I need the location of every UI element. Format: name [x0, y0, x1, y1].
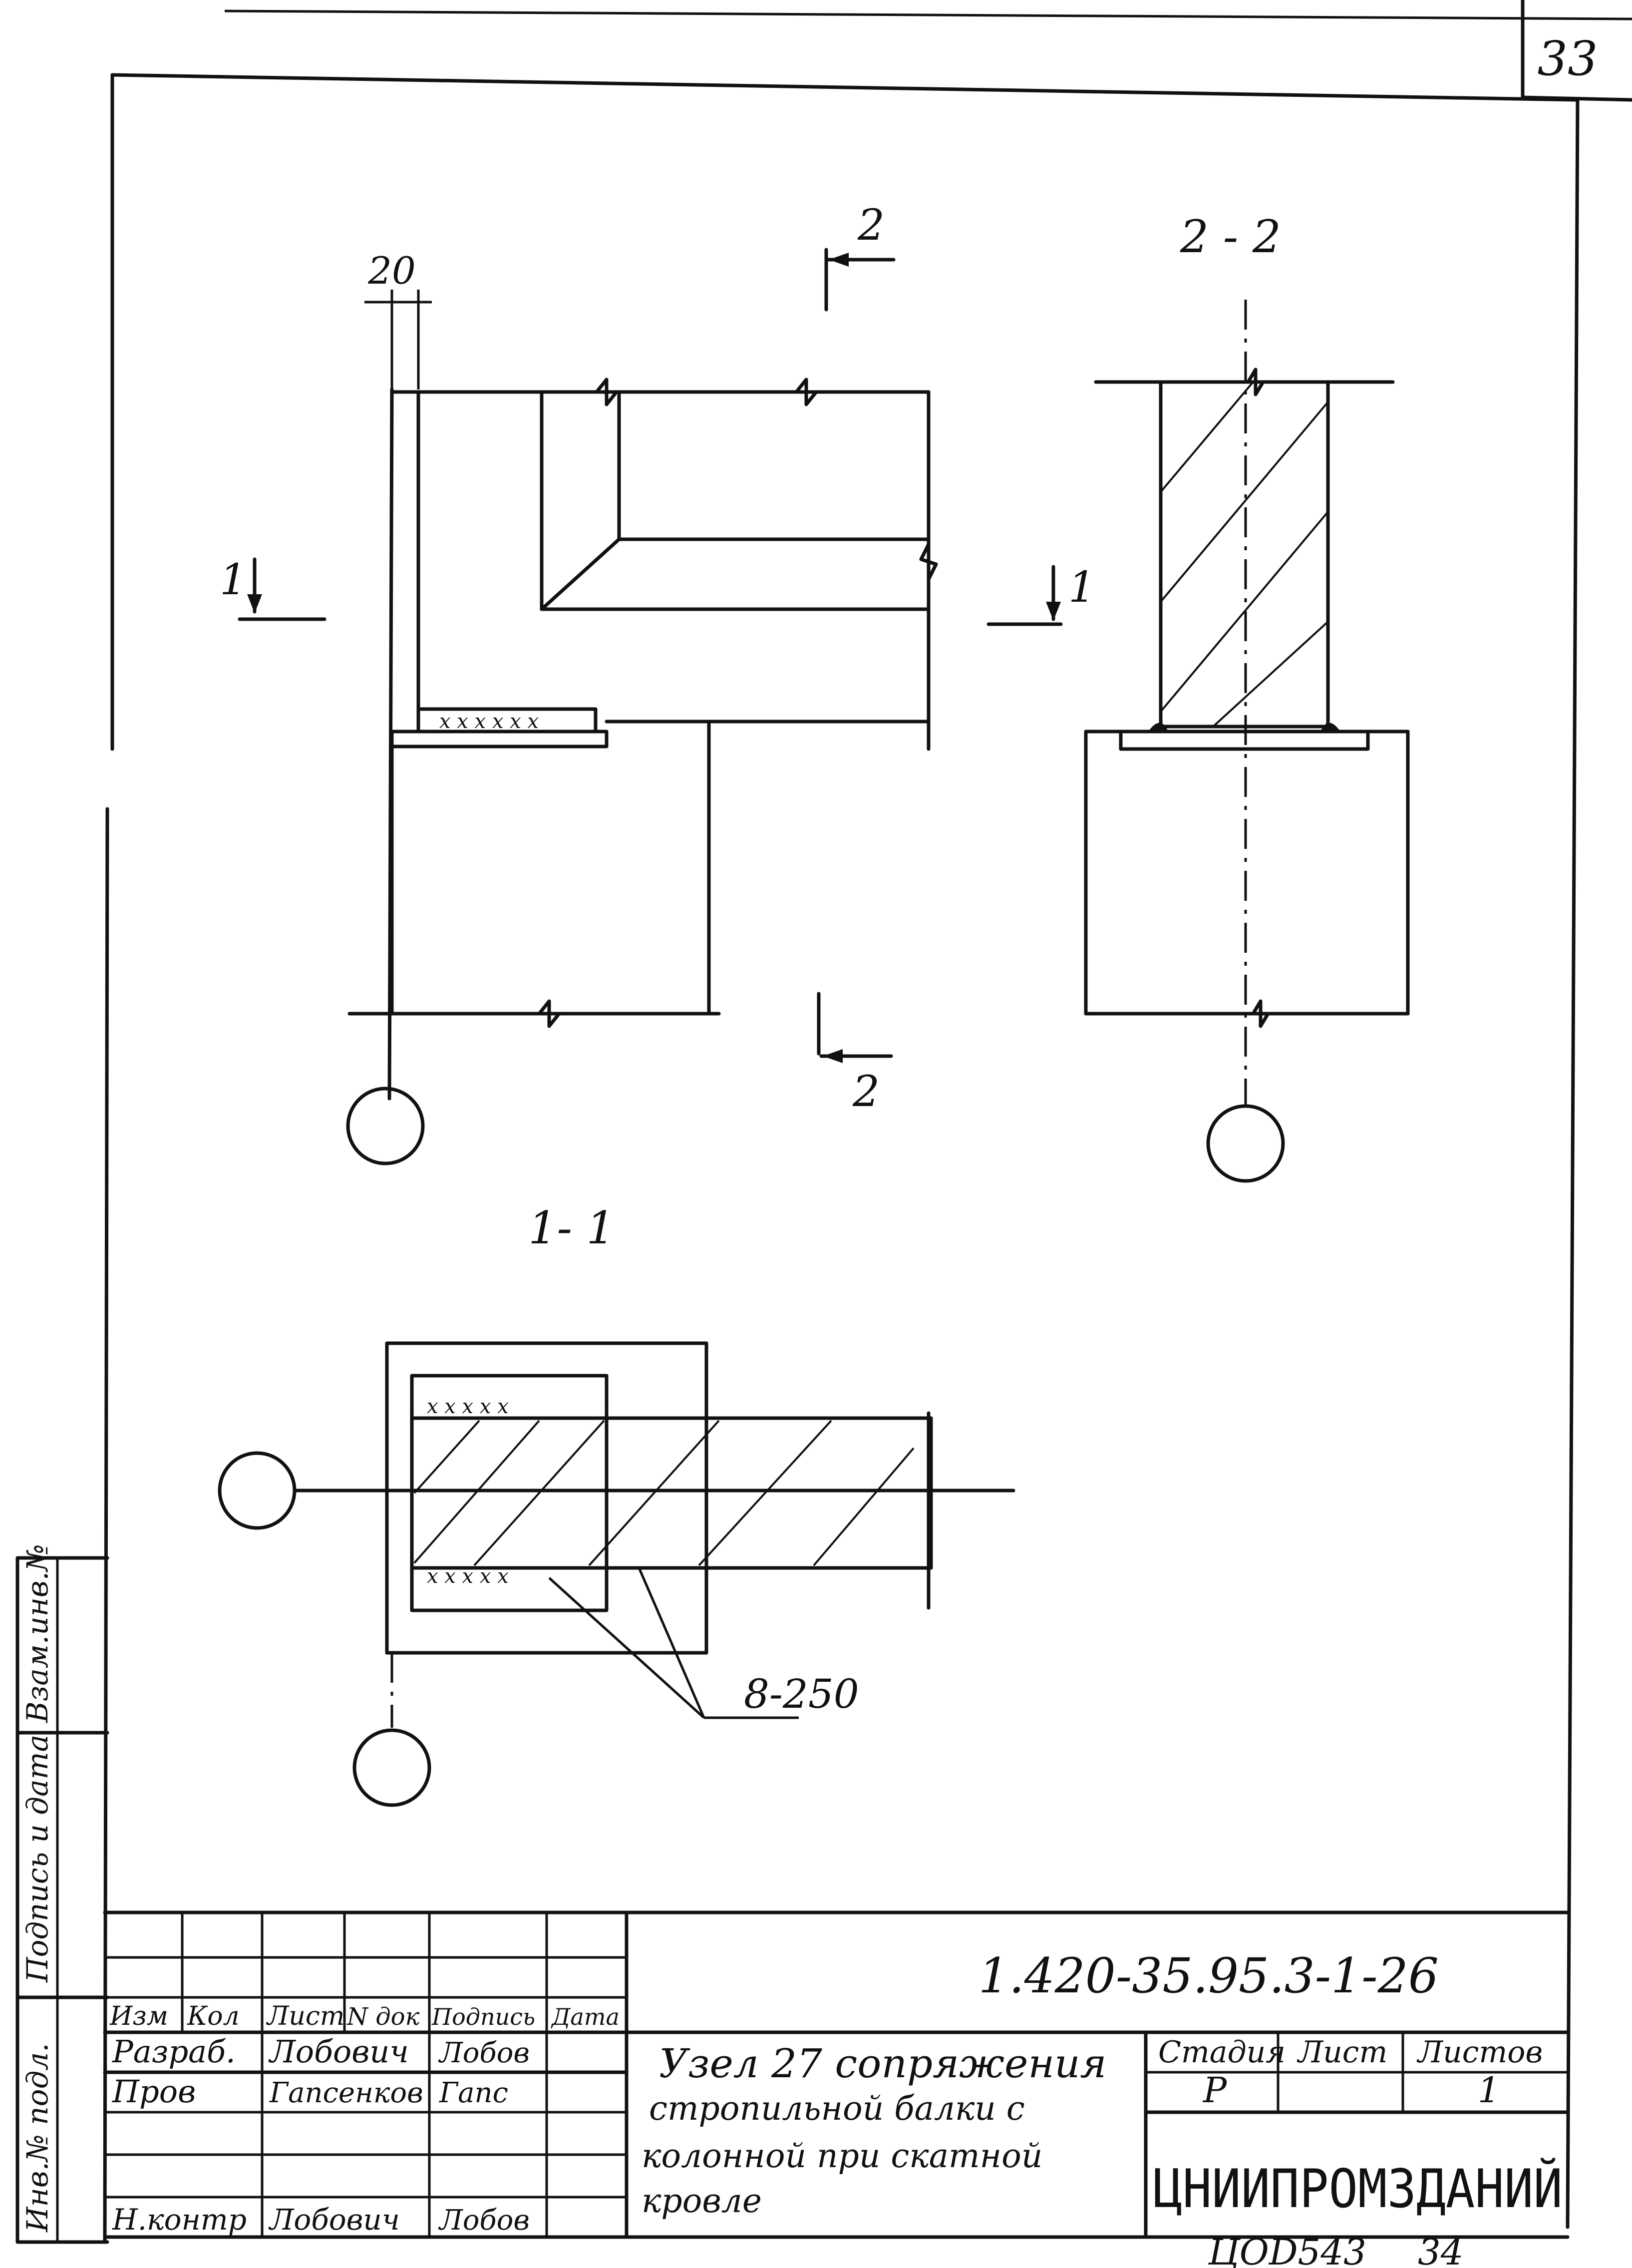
weld-leader-1: [548, 1577, 705, 1719]
section-1-mark-left: 1: [220, 555, 247, 605]
section-2-arrowhead-bottom: [823, 1049, 843, 1063]
frame-right: [1566, 98, 1580, 2229]
title-block: Изм Кол Лист N док Подпись Дата Разраб. …: [103, 1910, 1570, 2239]
tb-stadia-label: Стадия: [1158, 2035, 1286, 2070]
weld-crosses: x x x x x x: [439, 710, 539, 733]
frame-top: [110, 73, 1580, 102]
side-stamp: Взам.инв.№ Подпись и дата Инв.№ подл.: [15, 1544, 109, 2244]
beam-chamfer: [540, 537, 621, 611]
tb-header-podpis: Подпись: [431, 2003, 535, 2030]
column-section-1-1: [385, 1341, 708, 1655]
tb-razrab-name: Лобович: [268, 2033, 409, 2070]
weld-pad: [416, 707, 598, 734]
section-2-mark-top: 2: [857, 201, 885, 250]
tb-title-line-4: кровле: [642, 2182, 762, 2220]
weld-leader-2: [638, 1567, 705, 1718]
tb-header-data: Дата: [551, 2003, 620, 2030]
page-number: 33: [1538, 31, 1598, 86]
break-mark: [537, 999, 561, 1028]
tb-header-kol: Кол: [187, 2001, 240, 2031]
break-mark: [1246, 368, 1265, 396]
side-stamp-inv-podl: Инв.№ подл.: [20, 2043, 54, 2233]
section-1-mark-right: 1: [1068, 563, 1095, 612]
tb-organization: ЦНИИПРОМЗДАНИЙ: [1153, 2158, 1563, 2220]
dimension-20-label: 20: [367, 249, 415, 293]
axis-bubble-elevation: [346, 1087, 425, 1165]
hatching-1-1: [413, 1420, 915, 1566]
side-stamp-vzam-inv: Взам.инв.№: [20, 1544, 54, 1723]
section-2-2-title: 2 - 2: [1180, 211, 1281, 263]
axis-bubble-2-2: [1206, 1104, 1285, 1183]
axis-bubble-1-1-left: [218, 1451, 297, 1530]
tb-prov-name: Гапсенков: [269, 2077, 423, 2109]
bottom-number: 34: [1418, 2231, 1464, 2268]
break-mark: [595, 378, 619, 406]
tb-nkontr-name: Лобович: [268, 2203, 400, 2237]
beam-section-1-1: [410, 1416, 933, 1570]
section-2-2-view: 2 - 2: [1084, 211, 1410, 1183]
tb-listov-value: 1: [1478, 2070, 1500, 2111]
bearing-plate: [390, 730, 609, 749]
top-edge-line: [224, 9, 1632, 20]
tb-header-list: Лист: [266, 2001, 344, 2031]
section-1-arrowhead-left: [247, 594, 262, 613]
side-stamp-podpis-data: Подпись и дата: [20, 1735, 54, 1983]
tb-header-izm: Изм: [109, 2001, 168, 2031]
tb-razrab-signature: Лобов: [438, 2037, 530, 2069]
fillet-weld-left: [1148, 723, 1168, 732]
section-2-mark-bottom: 2: [852, 1067, 880, 1117]
tb-listov-label: Листов: [1416, 2035, 1543, 2070]
tb-nkontr-signature: Лобов: [438, 2204, 530, 2237]
weld-crosses-top: x x x x x: [427, 1395, 509, 1418]
tb-razrab-label: Разраб.: [112, 2033, 236, 2070]
tb-list-label: Лист: [1297, 2035, 1387, 2070]
tb-nkontr-label: Н.контр: [112, 2203, 247, 2237]
frame-left-lower: [103, 807, 109, 2244]
tb-title-line-2: стропильной балки с: [649, 2089, 1025, 2128]
weld-callout: 8-250: [744, 1671, 859, 1717]
section-1-arrowhead-right: [1046, 602, 1061, 621]
tb-prov-label: Пров: [112, 2073, 196, 2110]
section-2-arrowhead-top: [829, 253, 849, 267]
tb-title-line-3: колонной при скатной: [642, 2137, 1042, 2175]
break-mark: [794, 378, 818, 406]
section-1-1-title: 1- 1: [528, 1202, 615, 1254]
tb-designation: 1.420-35.95.3-1-26: [979, 1948, 1439, 2004]
axis-bubble-1-1-bottom: [352, 1728, 431, 1807]
fillet-weld-right: [1320, 723, 1340, 732]
section-1-1-view: 1- 1 x x x x x x x x x x 8-250: [218, 1202, 1015, 1807]
tb-prov-signature: Гапс: [439, 2077, 508, 2109]
bottom-code: ЦОD543: [1208, 2231, 1366, 2268]
elevation-view: 20 x x x x x x 1: [220, 201, 1095, 1165]
tb-stadia-value: Р: [1202, 2070, 1228, 2111]
tb-header-ndok: N док: [346, 2003, 420, 2031]
break-mark: [1251, 999, 1270, 1028]
tb-title-line-1: Узел 27 сопряжения: [659, 2040, 1107, 2087]
